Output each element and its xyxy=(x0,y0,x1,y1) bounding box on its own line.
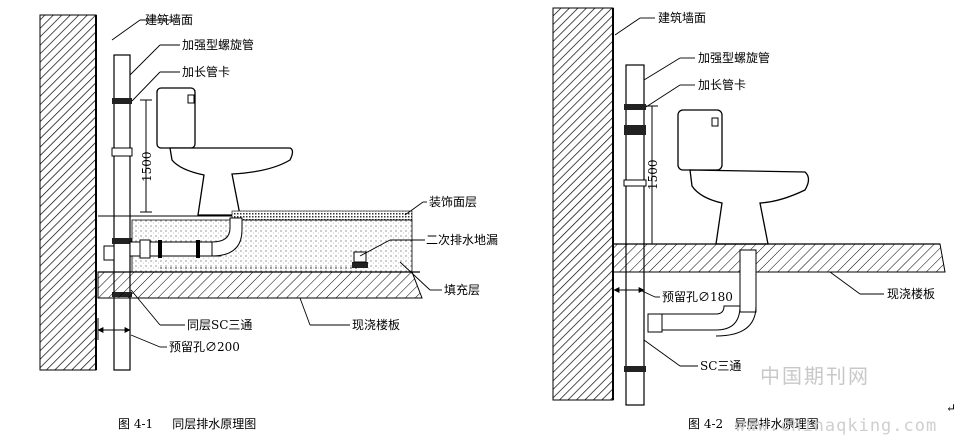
toilet-bowl-2 xyxy=(689,169,810,245)
decor-layer xyxy=(231,210,413,221)
return-mark: ↵ xyxy=(946,401,956,415)
wall-hatch-2 xyxy=(552,7,614,401)
label-sc-tee-2: SC三通 xyxy=(700,359,741,373)
label-wall-1: 建筑墙面 xyxy=(145,12,193,27)
vertical-pipe-2 xyxy=(623,64,647,406)
drain-pipe-2 xyxy=(647,249,757,337)
label-pipe-clamp-2: 加长管卡 xyxy=(698,77,746,92)
label-secondary-drain: 二次排水地漏 xyxy=(426,233,498,247)
vertical-pipe xyxy=(111,54,133,371)
label-slab-2: 现浇楼板 xyxy=(887,286,935,301)
dimension-1500: 1500 xyxy=(140,151,154,182)
label-decor-layer: 装饰面层 xyxy=(429,195,477,209)
caption-figure-4-1: 图 4-1 同层排水原理图 xyxy=(118,417,256,431)
slab xyxy=(97,271,423,299)
label-sc-tee-1: 同层SC三通 xyxy=(187,318,252,332)
figure-4-2: 1500 建筑墙面 加强型螺旋管 加长管卡 现 xyxy=(552,7,946,431)
label-slab-1: 现浇楼板 xyxy=(352,317,400,332)
caption-figure-4-2: 图 4-2 异层排水原理图 xyxy=(688,417,819,431)
label-reserved-hole-2: 预留孔∅180 xyxy=(662,290,733,304)
label-spiral-pipe-1: 加强型螺旋管 xyxy=(182,37,254,52)
label-reserved-hole-1: 预留孔∅200 xyxy=(169,340,240,354)
dimension-1500-2: 1500 xyxy=(646,159,660,190)
label-pipe-clamp-1: 加长管卡 xyxy=(182,64,230,79)
label-fill-layer: 填充层 xyxy=(444,282,480,297)
watermark-cn: 中国期刊网 xyxy=(760,364,870,388)
label-wall-2: 建筑墙面 xyxy=(658,10,706,25)
watermark-url: www.chinaqking.com xyxy=(735,416,937,435)
label-spiral-pipe-2: 加强型螺旋管 xyxy=(698,50,770,65)
slab-2 xyxy=(612,243,946,273)
horizontal-drain-pipe xyxy=(103,217,243,261)
figure-4-1: 1500 xyxy=(39,12,498,431)
wall-hatch xyxy=(39,14,97,371)
toilet-bowl xyxy=(169,147,294,216)
